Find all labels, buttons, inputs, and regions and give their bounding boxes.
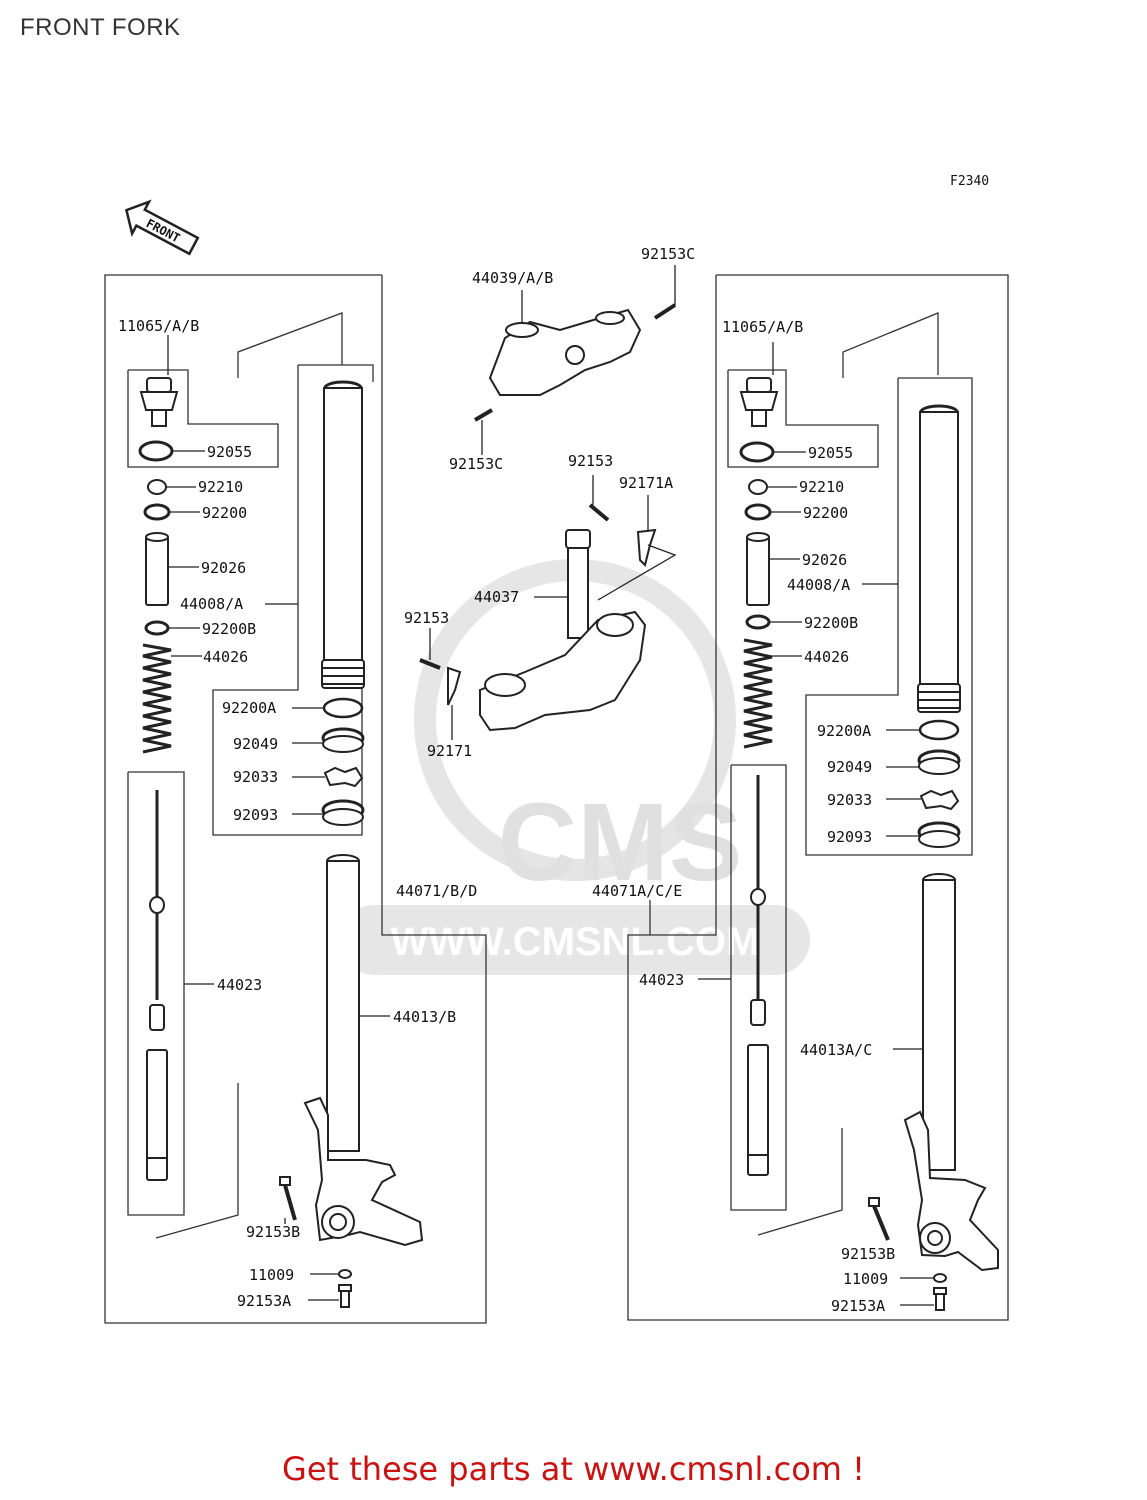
left-spring-part xyxy=(142,643,172,754)
part-labels: 11065/A/B 92055 92210 92200 92026 44008/… xyxy=(118,245,895,1315)
label-92171: 92171 xyxy=(427,742,472,760)
watermark-url-bar xyxy=(340,905,810,975)
label-r-92093: 92093 xyxy=(827,828,872,846)
label-92153C-top: 92153C xyxy=(641,245,695,263)
label-r-92200B: 92200B xyxy=(804,614,858,632)
label-r-11065: 11065/A/B xyxy=(722,318,803,336)
right-washer-part xyxy=(744,503,772,521)
label-r-92153A: 92153A xyxy=(831,1297,885,1315)
label-92033: 92033 xyxy=(233,768,278,786)
left-damper-rod-part xyxy=(146,790,168,1181)
figure-code: F2340 xyxy=(950,174,989,189)
label-92153-lower: 92153 xyxy=(404,609,449,627)
right-washer-11009-part xyxy=(933,1273,947,1283)
left-dust-seal-part xyxy=(321,799,365,826)
left-cap-bolt-part xyxy=(139,377,179,427)
leader-lines xyxy=(166,265,934,1306)
label-r-92033: 92033 xyxy=(827,791,872,809)
upper-bracket-part xyxy=(473,303,677,422)
watermark: CMS WWW.CMSNL.COM xyxy=(340,559,810,975)
label-r-44008: 44008/A xyxy=(787,576,850,594)
left-inner-tube-part xyxy=(321,380,365,689)
left-nut-part xyxy=(147,479,167,495)
label-92055: 92055 xyxy=(207,443,252,461)
label-r-44013: 44013A/C xyxy=(800,1041,872,1059)
front-arrow-icon: FRONT xyxy=(124,199,200,256)
frames xyxy=(104,274,1009,1324)
watermark-url: WWW.CMSNL.COM xyxy=(391,920,760,964)
label-11009: 11009 xyxy=(249,1266,294,1284)
left-washer-b-part xyxy=(144,620,170,636)
right-stop-ring-part xyxy=(919,789,960,811)
label-44023: 44023 xyxy=(217,976,262,994)
parts-diagram: CMS WWW.CMSNL.COM F2340 FRONT xyxy=(104,174,1009,1324)
right-nut-part xyxy=(748,479,768,495)
label-92049: 92049 xyxy=(233,735,278,753)
label-44026: 44026 xyxy=(203,648,248,666)
right-spring-part xyxy=(743,638,773,749)
left-oil-seal-part xyxy=(321,727,365,753)
right-bolt-92153B-part xyxy=(868,1197,890,1241)
right-oring-part xyxy=(739,441,775,463)
watermark-brand: CMS xyxy=(498,781,742,904)
left-fork-assembly xyxy=(138,377,424,1308)
label-r-92200A: 92200A xyxy=(817,722,871,740)
right-washer-a-part xyxy=(918,719,960,741)
right-outer-tube-part xyxy=(922,873,956,1171)
left-stop-ring-part xyxy=(323,766,364,788)
label-44008: 44008/A xyxy=(180,595,243,613)
label-r-11009: 11009 xyxy=(843,1270,888,1288)
label-r-44023: 44023 xyxy=(639,971,684,989)
right-spacer-part xyxy=(746,532,770,606)
left-washer-11009-part xyxy=(338,1269,352,1279)
page-title: FRONT FORK xyxy=(20,14,181,41)
label-92200B: 92200B xyxy=(202,620,256,638)
left-bolt-92153B-part xyxy=(279,1176,297,1221)
label-r-92200: 92200 xyxy=(803,504,848,522)
label-44039: 44039/A/B xyxy=(472,269,553,287)
right-washer-b-part xyxy=(745,614,771,630)
label-11065: 11065/A/B xyxy=(118,317,199,335)
label-r-92026: 92026 xyxy=(802,551,847,569)
right-fork-assembly xyxy=(739,377,999,1311)
lower-bracket-part xyxy=(419,503,657,732)
label-r-44026: 44026 xyxy=(804,648,849,666)
right-dust-seal-part xyxy=(917,821,961,848)
right-damper-rod-part xyxy=(747,775,769,1176)
label-92153-upper: 92153 xyxy=(568,452,613,470)
left-washer-a-part xyxy=(322,697,364,719)
right-oil-seal-part xyxy=(917,749,961,775)
label-92153C-bottom: 92153C xyxy=(449,455,503,473)
label-92153A: 92153A xyxy=(237,1292,291,1310)
label-92093: 92093 xyxy=(233,806,278,824)
label-r-92153B: 92153B xyxy=(841,1245,895,1263)
label-92153B: 92153B xyxy=(246,1223,300,1241)
center-clamp-assembly xyxy=(419,303,677,732)
label-r-92055: 92055 xyxy=(808,444,853,462)
label-44013: 44013/B xyxy=(393,1008,456,1026)
label-92200A: 92200A xyxy=(222,699,276,717)
label-92210: 92210 xyxy=(198,478,243,496)
left-spacer-part xyxy=(145,532,169,606)
label-92026: 92026 xyxy=(201,559,246,577)
right-inner-tube-part xyxy=(917,404,961,713)
label-44037: 44037 xyxy=(474,588,519,606)
left-outer-tube-part xyxy=(326,854,360,1152)
label-r-92049: 92049 xyxy=(827,758,872,776)
label-r-44071: 44071A/C/E xyxy=(592,882,682,900)
label-92200: 92200 xyxy=(202,504,247,522)
label-92171A: 92171A xyxy=(619,474,673,492)
footer-cta[interactable]: Get these parts at www.cmsnl.com ! xyxy=(282,1450,865,1488)
right-bolt-92153A-part xyxy=(933,1287,947,1311)
left-washer-part xyxy=(143,503,171,521)
right-cap-bolt-part xyxy=(739,377,779,427)
label-44071: 44071/B/D xyxy=(396,882,477,900)
left-oring-part xyxy=(138,440,174,462)
label-r-92210: 92210 xyxy=(799,478,844,496)
left-bolt-92153A-part xyxy=(338,1284,352,1308)
